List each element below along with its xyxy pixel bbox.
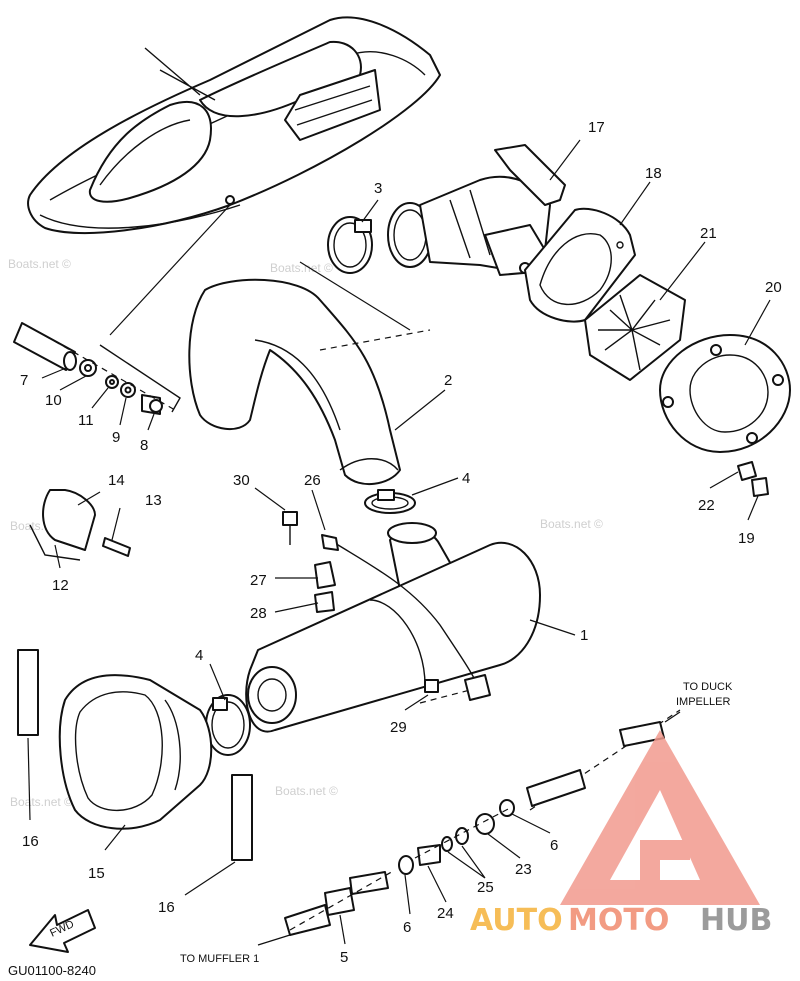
hose-clamp-4-lower: [205, 694, 251, 756]
brand-moto: MOTO: [568, 903, 669, 938]
part-label-4-upper: 4: [462, 470, 470, 487]
part-label-5: 5: [340, 949, 348, 966]
part-label-12: 12: [52, 577, 69, 594]
part-label-11: 11: [78, 412, 94, 429]
part-label-4-lower: 4: [195, 647, 203, 664]
part-label-25: 25: [477, 879, 494, 896]
hose-clamp-3: [327, 216, 373, 274]
diagram-code: GU01100-8240: [8, 963, 96, 978]
watermark-text: Boats.net ©: [540, 517, 603, 531]
exhaust-elbow-17: [387, 144, 566, 276]
part-label-29: 29: [390, 719, 407, 736]
part-label-6-right: 6: [550, 837, 558, 854]
part-label-10: 10: [45, 392, 62, 409]
to-duck-note: TO DUCK: [683, 681, 733, 693]
watermark-text: Boats.net ©: [270, 261, 333, 275]
part-label-9: 9: [112, 429, 120, 446]
to-duck-note-line2: IMPELLER: [676, 696, 730, 708]
part-label-26: 26: [304, 472, 321, 489]
jet-ski-illustration: [27, 16, 441, 235]
part-label-28: 28: [250, 605, 267, 622]
part-label-13: 13: [145, 492, 162, 509]
hose-clamp-4-upper: [364, 489, 416, 514]
part-label-27: 27: [250, 572, 267, 589]
watermark-text: Boats.net ©: [8, 257, 71, 271]
automotohub-logo: AUTO MOTO HUB: [470, 730, 772, 938]
brand-hub: HUB: [700, 903, 772, 938]
forward-arrow-icon: FWD: [29, 909, 96, 953]
clamp-bracket-12-14: [29, 489, 131, 561]
bolts-22-19: [737, 461, 769, 497]
part-label-1: 1: [580, 627, 588, 644]
part-label-20: 20: [765, 279, 782, 296]
part-label-21: 21: [700, 225, 717, 242]
exhaust-hose-2: [188, 261, 431, 486]
leader-lines: [27, 139, 771, 945]
diagram-notes: TO DUCK IMPELLER TO MUFFLER 1 GU01100-82…: [8, 681, 733, 978]
part-label-2: 2: [444, 372, 452, 389]
part-label-8: 8: [140, 437, 148, 454]
rubber-boot-15: [58, 674, 213, 830]
strap-assembly: [282, 511, 491, 704]
part-label-24: 24: [437, 905, 454, 922]
part-number-labels: 17 18 21 20 3 2 4 1 30 26 27 28 29 4 14 …: [20, 119, 782, 966]
brand-auto: AUTO: [470, 903, 563, 938]
part-label-15: 15: [88, 865, 105, 882]
water-line-assembly: [257, 709, 681, 946]
outlet-flange-20: [659, 334, 791, 453]
part-label-16-left: 16: [22, 833, 39, 850]
logo-mark-icon: [560, 730, 760, 905]
part-label-18: 18: [645, 165, 662, 182]
watermark-text: Boats.net ©: [10, 795, 73, 809]
gasket-21: [584, 274, 686, 381]
part-label-3: 3: [374, 180, 382, 197]
part-label-17: 17: [588, 119, 605, 136]
part-label-19: 19: [738, 530, 755, 547]
part-label-14: 14: [108, 472, 125, 489]
gasket-18: [524, 207, 636, 323]
part-label-16-right: 16: [158, 899, 175, 916]
part-label-7: 7: [20, 372, 28, 389]
watermark-text: Boats.net ©: [275, 784, 338, 798]
rubber-strip-16: [17, 649, 253, 861]
part-label-22: 22: [698, 497, 715, 514]
watermark-group: Boats.net © Boats.net © Boats.net © Boat…: [8, 257, 603, 809]
muffler-1: [245, 522, 541, 733]
part-label-6-left: 6: [403, 919, 411, 936]
part-label-30: 30: [233, 472, 250, 489]
part-label-23: 23: [515, 861, 532, 878]
drain-hose-assembly: [13, 322, 181, 415]
to-muffler-note: TO MUFFLER 1: [180, 953, 259, 965]
